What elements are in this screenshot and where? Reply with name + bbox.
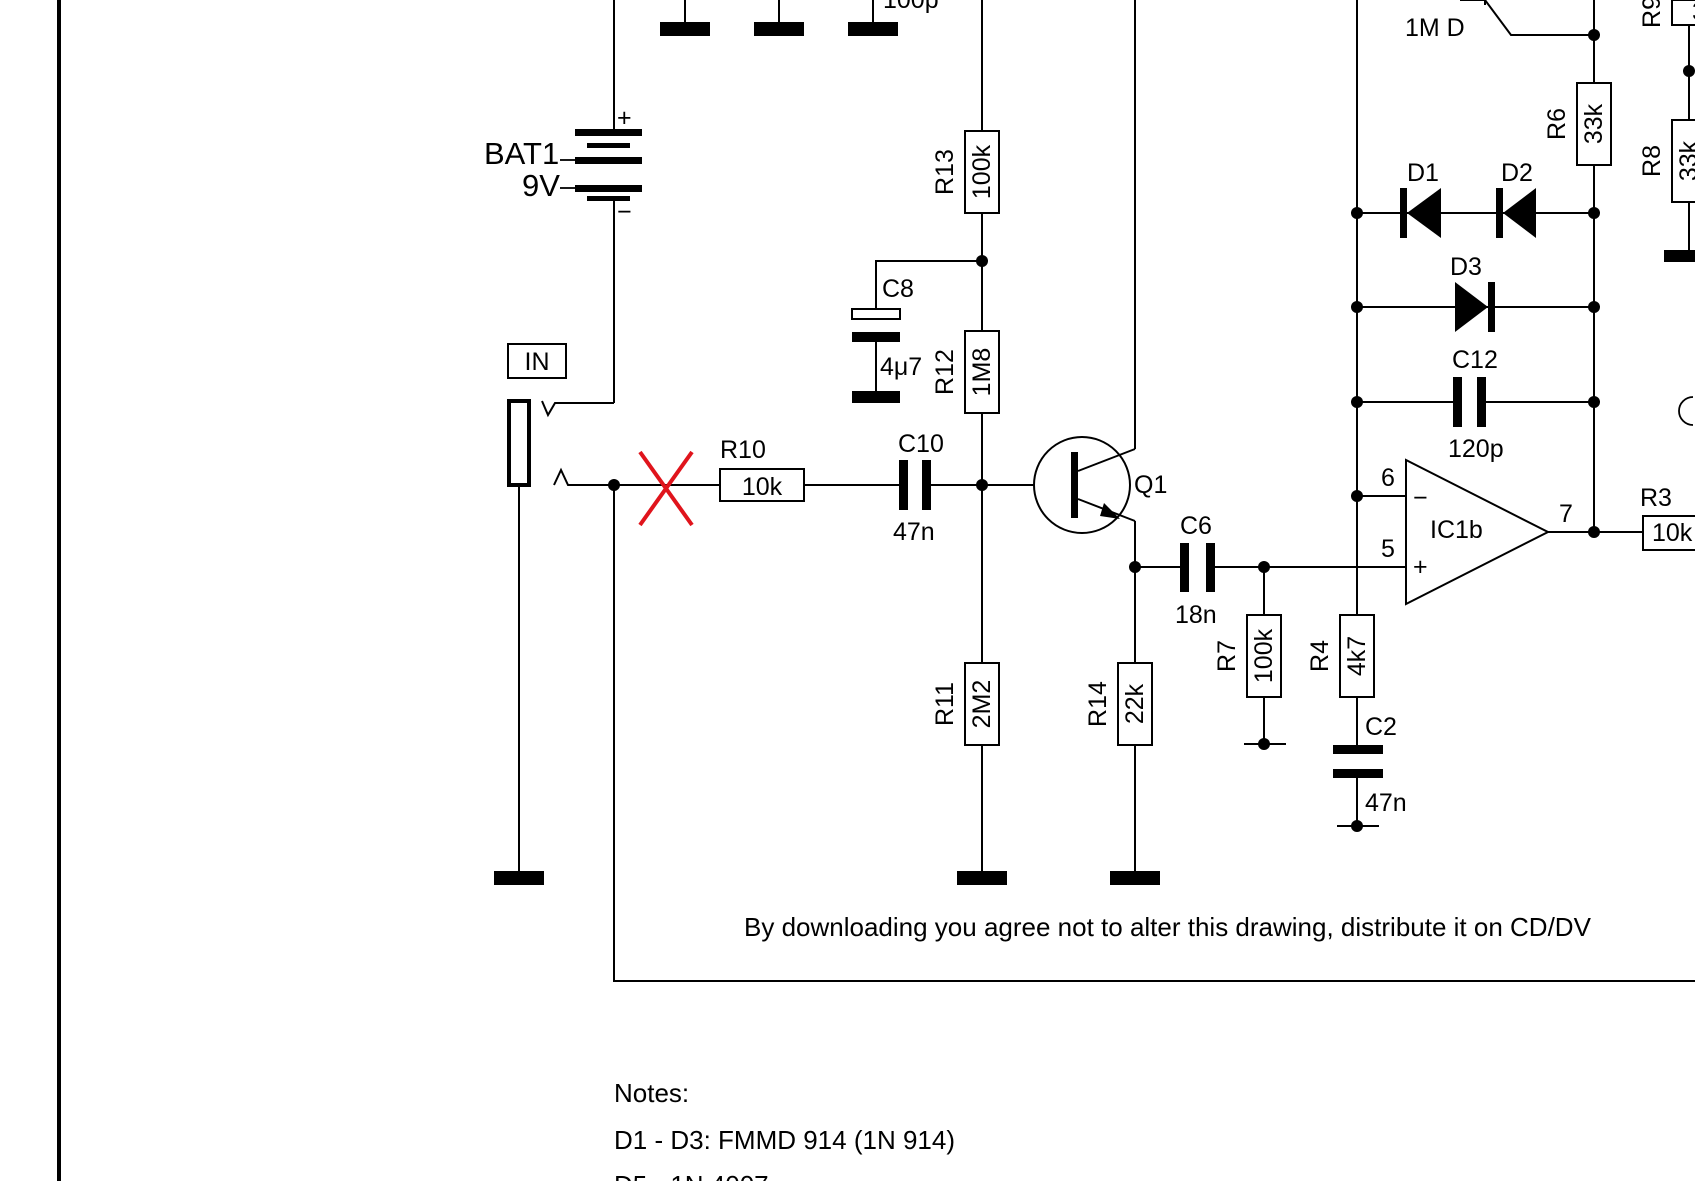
resistor-r13: 100k R13 (931, 130, 1000, 214)
resistor-r12: 1M8 R12 (931, 330, 1000, 414)
r7-ref: R7 (1213, 640, 1241, 672)
ic1b-ref: IC1b (1430, 516, 1483, 544)
battery-minus-sign: − (617, 198, 632, 226)
capacitor-c10: C10 47n (893, 430, 944, 546)
ground-symbol (754, 22, 804, 36)
c12-ref: C12 (1452, 346, 1498, 374)
resistor-r3: 10k R3 (1640, 484, 1695, 551)
ground-symbol (494, 871, 544, 885)
top-ground-symbols: 100p (660, 0, 939, 36)
r4-ref: R4 (1306, 640, 1334, 672)
r13-value: 100k (968, 144, 996, 199)
jack-body (507, 399, 531, 487)
r9-ref: R9 (1638, 0, 1666, 28)
capacitor-c2: C2 47n (1333, 713, 1407, 832)
cut-mark (638, 450, 694, 527)
r8-value: 33k (1675, 140, 1695, 181)
diode-d2: D2 (1496, 159, 1536, 238)
battery-ref: BAT1 (484, 136, 559, 171)
ic1b-pin-5: 5 (1381, 535, 1395, 563)
notes-line-2: D5 - 1N 4007 (614, 1170, 769, 1181)
resistor-r14: 22k R14 (1084, 662, 1153, 746)
r12-ref: R12 (931, 349, 959, 395)
r10-value: 10k (742, 473, 783, 501)
resistor-r9 (1671, 0, 1695, 26)
input-jack: IN (494, 343, 614, 885)
notes-title: Notes: (614, 1078, 689, 1108)
c6-value: 18n (1175, 601, 1217, 629)
resistor-r8: 33k R8 (1638, 119, 1695, 203)
c12-value: 120p (1448, 435, 1504, 463)
diode-d3: D3 (1450, 253, 1495, 332)
jack-switch-contact (541, 400, 614, 418)
capacitor-c6: C6 18n (1175, 512, 1217, 629)
opamp-ic1b: − + IC1b 6 5 7 (1381, 458, 1573, 606)
resistor-r10: 10k R10 (719, 436, 805, 502)
r14-ref: R14 (1084, 681, 1112, 727)
c10-ref: C10 (898, 430, 944, 458)
r3-ref: R3 (1640, 484, 1672, 512)
r6-value: 33k (1580, 103, 1608, 144)
c2-value: 47n (1365, 789, 1407, 817)
c6-ref: C6 (1180, 512, 1212, 540)
return-wire (613, 485, 1695, 982)
r6-ref: R6 (1543, 108, 1571, 140)
input-label: IN (525, 348, 550, 376)
ground-symbol (852, 391, 900, 403)
resistor-r7: 100k R7 (1213, 614, 1282, 698)
pot-value: 1M D (1405, 14, 1465, 42)
ic1b-pin-7: 7 (1559, 500, 1573, 528)
resistor-r11: 2M2 R11 (931, 662, 1000, 746)
q1-ref: Q1 (1134, 471, 1167, 499)
diode-d1: D1 (1400, 159, 1441, 238)
transistor-q1: Q1 (1033, 0, 1167, 663)
resistor-r4: 4k7 R4 (1306, 614, 1375, 698)
c8-ref: C8 (882, 275, 914, 303)
notes-line-1: D1 - D3: FMMD 914 (1N 914) (614, 1125, 955, 1155)
r14-value: 22k (1121, 683, 1149, 724)
d1-ref: D1 (1407, 159, 1439, 187)
battery-bat1: + − BAT1 9V (484, 0, 642, 403)
ground-symbol (1110, 871, 1160, 885)
jack-tip-contact (553, 467, 614, 486)
ic1b-minus-sign: − (1413, 484, 1428, 512)
r7-value: 100k (1250, 628, 1278, 683)
c2-ref: C2 (1365, 713, 1397, 741)
r10-ref: R10 (720, 436, 766, 464)
ic1b-pin-6: 6 (1381, 464, 1395, 492)
ground-symbol (848, 22, 898, 36)
partial-symbol (1678, 396, 1694, 426)
capacitor-c8: C8 4μ7 (851, 260, 982, 403)
c8-value: 4μ7 (880, 353, 922, 381)
battery-plus-sign: + (617, 104, 632, 132)
r4-value: 4k7 (1343, 636, 1371, 676)
capacitor-c12: C12 120p (1448, 346, 1504, 463)
r9-value: 3 (1692, 0, 1695, 26)
copyright-notice: By downloading you agree not to alter th… (744, 912, 1592, 942)
r13-ref: R13 (931, 149, 959, 195)
ground-symbol (660, 22, 710, 36)
input-label-box (507, 343, 567, 379)
r8-ref: R8 (1638, 145, 1666, 177)
r11-value: 2M2 (968, 680, 996, 729)
r3-value: 10k (1652, 519, 1693, 547)
ground-symbol (1664, 250, 1695, 262)
ic1b-plus-sign: + (1413, 553, 1428, 581)
battery-value: 9V (522, 168, 560, 203)
d2-ref: D2 (1501, 159, 1533, 187)
resistor-r6: 33k R6 (1543, 82, 1612, 166)
top-cap-value: 100p (883, 0, 939, 14)
d3-ref: D3 (1450, 253, 1482, 281)
r11-ref: R11 (931, 682, 959, 726)
ground-symbol (957, 871, 1007, 885)
r12-value: 1M8 (968, 348, 996, 397)
c10-value: 47n (893, 518, 935, 546)
